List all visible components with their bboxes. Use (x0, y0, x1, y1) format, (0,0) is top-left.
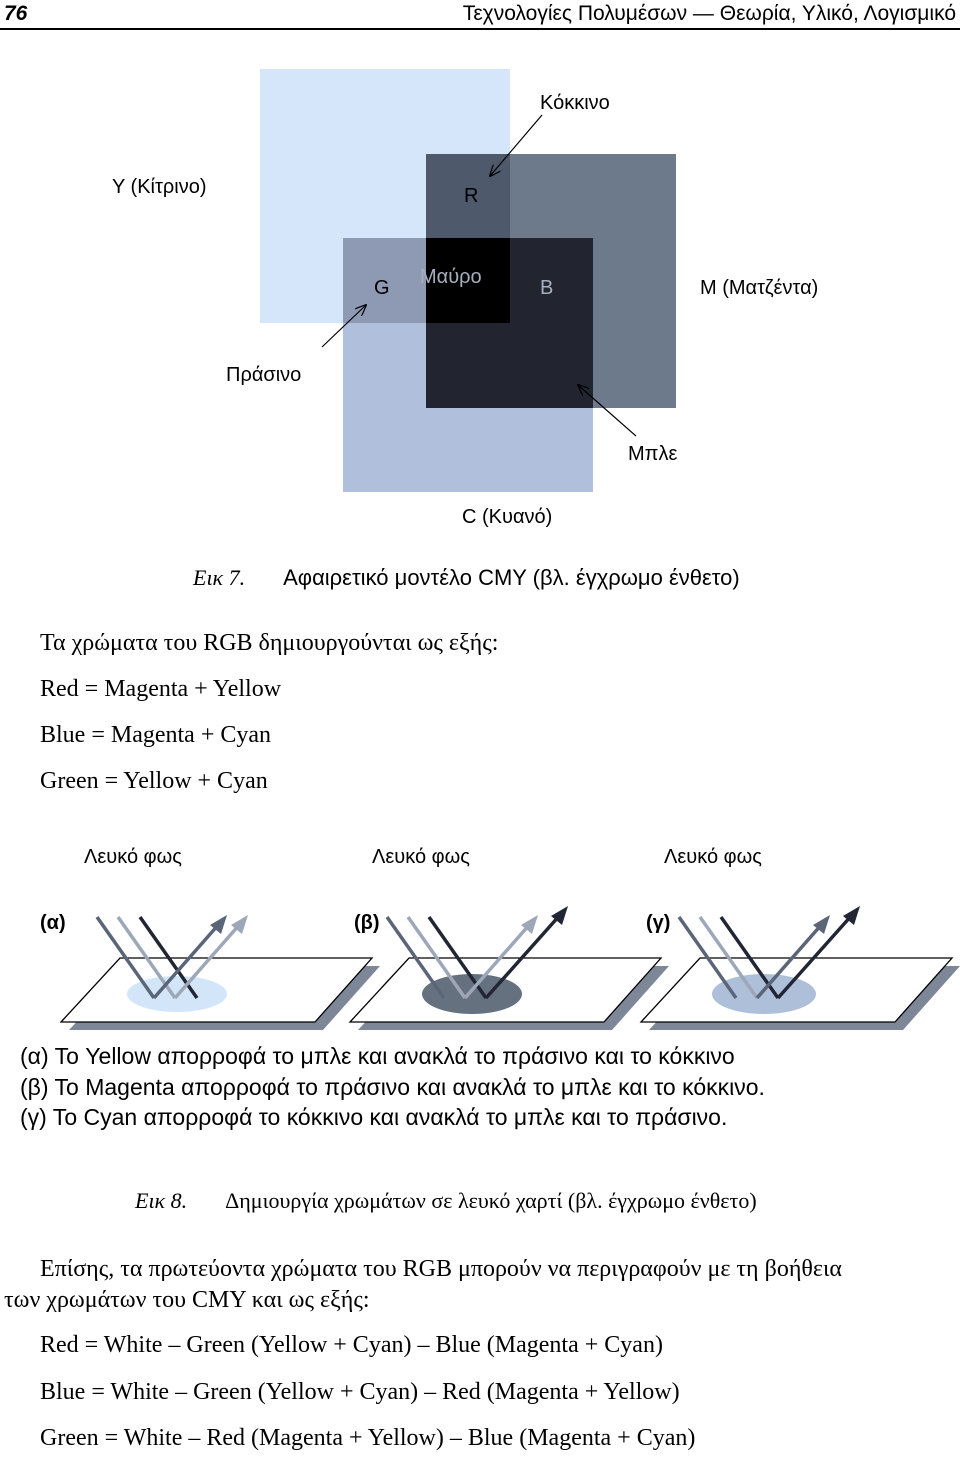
white-light-label-c: Λευκό φως (664, 846, 762, 868)
arrow-to-green (321, 305, 366, 348)
rgb-cmy-green-line: Green = White – Red (Magenta + Yellow) –… (40, 1425, 696, 1451)
figure-7-arrows (321, 114, 637, 437)
label-r: R (464, 185, 479, 207)
label-g: G (374, 277, 390, 299)
white-light-label-a: Λευκό φως (84, 846, 182, 868)
page-number: 76 (4, 2, 28, 25)
label-b: B (540, 277, 554, 299)
panel-a-paper (59, 915, 380, 1030)
figure-8-caption-label: Εικ 8. (135, 1188, 188, 1213)
figure-8-illustration (59, 906, 960, 1030)
paragraph-line-1: Επίσης, τα πρωτεύοντα χρώματα του RGB μπ… (40, 1256, 842, 1282)
rgb-cmy-red-line: Red = White – Green (Yellow + Cyan) – Bl… (40, 1332, 663, 1358)
label-red: Κόκκινο (540, 92, 610, 114)
white-light-label-b: Λευκό φως (372, 846, 470, 868)
blue-overlap-lower (426, 323, 510, 408)
label-black: Μαύρο (420, 266, 482, 288)
description-c: (γ) Το Cyan απορροφά το κόκκινο και ανακ… (20, 1104, 728, 1130)
label-yellow: Y (Κίτρινο) (112, 176, 207, 198)
rgb-blue-line: Blue = Magenta + Cyan (40, 722, 272, 748)
book-title: Τεχνολογίες Πολυμέσων — Θεωρία, Υλικό, Λ… (462, 2, 956, 25)
panel-c-label: (γ) (646, 912, 671, 934)
panel-c-paper (639, 906, 960, 1030)
figure-7-caption: Εικ 7. Αφαιρετικό μοντέλο CMY (βλ. έγχρωμ… (193, 565, 740, 591)
label-cyan: C (Κυανό) (462, 506, 553, 528)
figure-7-caption-label: Εικ 7. (193, 565, 246, 590)
paragraph-line-2: των χρωμάτων του CMY και ως εξής: (4, 1287, 370, 1313)
black-overlap (426, 238, 510, 323)
description-b: (β) Το Magenta απορροφά το πράσινο και α… (20, 1073, 765, 1100)
panel-a-label: (α) (40, 912, 66, 934)
figure-7-caption-text: Αφαιρετικό μοντέλο CMY (βλ. έγχρωμο ένθε… (283, 565, 740, 590)
description-a: (α) Το Yellow απορροφά το μπλε και ανακλ… (20, 1043, 735, 1069)
panel-b-paper (348, 906, 669, 1030)
arrow-to-blue (578, 385, 637, 437)
rgb-intro-heading: Τα χρώματα του RGB δημιουργούνται ως εξή… (40, 630, 499, 656)
rgb-red-line: Red = Magenta + Yellow (40, 676, 282, 702)
panel-b-label: (β) (354, 912, 380, 934)
page-header: 76 Τεχνολογίες Πολυμέσων — Θεωρία, Υλικό… (0, 0, 960, 30)
blue-overlap (510, 238, 593, 408)
figure-8-caption-text: Δημιουργία χρωμάτων σε λευκό χαρτί (βλ. … (225, 1188, 757, 1213)
rgb-cmy-blue-line: Blue = White – Green (Yellow + Cyan) – R… (40, 1379, 680, 1405)
arrow-to-red (490, 114, 543, 176)
figure-8-caption: Εικ 8. Δημιουργία χρωμάτων σε λευκό χαρτί… (135, 1188, 757, 1214)
figure-8-descriptions: (α) Το Yellow απορροφά το μπλε και ανακλ… (20, 1041, 765, 1133)
rgb-green-line: Green = Yellow + Cyan (40, 768, 268, 794)
label-green: Πράσινο (226, 364, 302, 386)
label-blue: Μπλε (628, 443, 678, 465)
label-magenta: M (Ματζέντα) (700, 277, 819, 299)
header-rule (0, 28, 960, 30)
